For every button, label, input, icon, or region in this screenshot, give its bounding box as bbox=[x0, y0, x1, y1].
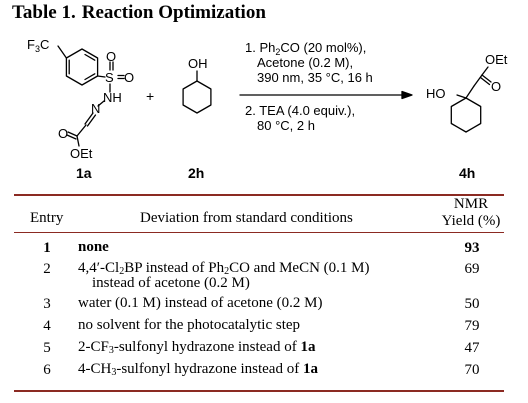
product-ho-bond bbox=[456, 94, 467, 99]
cell-deviation: water (0.1 M) instead of acetone (0.2 M) bbox=[78, 295, 323, 311]
nh-n-bond bbox=[97, 100, 105, 107]
table-row: 2 4,4′-Cl2BP instead of Ph2CO and MeCN (0… bbox=[0, 261, 528, 296]
cell-entry: 6 bbox=[43, 362, 51, 378]
product-carbonyl-bond bbox=[473, 74, 483, 87]
plus-sign: + bbox=[146, 88, 154, 104]
cell-yield: 69 bbox=[464, 261, 480, 277]
sulfonyl-o-right-label: O bbox=[124, 70, 134, 85]
header-deviation: Deviation from standard conditions bbox=[140, 210, 353, 226]
product-oet-bond bbox=[481, 66, 489, 76]
cell-yield: 47 bbox=[464, 340, 480, 356]
cell-deviation: none bbox=[78, 239, 109, 255]
cell-entry: 1 bbox=[43, 240, 51, 256]
sulfur-label: S bbox=[105, 70, 114, 85]
cell-yield: 79 bbox=[464, 318, 480, 334]
step2-line1: 2. TEA (4.0 equiv.), bbox=[245, 103, 355, 118]
reactant1-id: 1a bbox=[76, 165, 92, 181]
reactant1-benzene-ring bbox=[65, 48, 99, 86]
cell-entry: 5 bbox=[43, 340, 51, 356]
table-title: Table 1.Reaction Optimization bbox=[12, 2, 266, 24]
table-header: Entry Deviation from standard conditions… bbox=[0, 196, 528, 232]
product-ch2-bond bbox=[465, 85, 475, 99]
step1-line1: 1. Ph2CO (20 mol%), bbox=[245, 40, 366, 57]
ester-carbon-bond bbox=[76, 124, 87, 137]
step2-line2: 80 °C, 2 h bbox=[257, 118, 315, 133]
cell-deviation: 4-CH3-sulfonyl hydrazone instead of 1a bbox=[78, 361, 318, 378]
table-row: 1 none 93 bbox=[0, 240, 528, 261]
table-row: 3 water (0.1 M) instead of acetone (0.2 M… bbox=[0, 296, 528, 318]
product-o-label: O bbox=[491, 79, 501, 94]
step1-line2: Acetone (0.2 M), bbox=[257, 55, 353, 70]
ester-co-bond-1 bbox=[67, 131, 78, 137]
product-cyclohexane-ring bbox=[450, 97, 482, 133]
header-yield-line2: Yield (%) bbox=[441, 213, 501, 229]
cell-entry: 4 bbox=[43, 318, 51, 334]
table-row: 6 4-CH3-sulfonyl hydrazone instead of 1a 7… bbox=[0, 362, 528, 384]
cf3-label: F3C bbox=[27, 37, 49, 54]
cell-entry: 3 bbox=[43, 296, 51, 312]
table-top-rule bbox=[14, 194, 504, 196]
ester-co-bond-2 bbox=[66, 134, 77, 140]
step1-line3: 390 nm, 35 °C, 16 h bbox=[257, 70, 373, 85]
cell-entry: 2 bbox=[43, 261, 51, 277]
reaction-arrow-head bbox=[401, 90, 413, 100]
table-bottom-rule bbox=[14, 390, 504, 392]
table-header-rule bbox=[14, 232, 504, 233]
cell-yield: 93 bbox=[464, 240, 480, 256]
header-yield-line1: NMR bbox=[453, 196, 489, 212]
reaction-scheme: F3C O S O NH N O OEt 1a + OH 2h 1. Ph2CO… bbox=[27, 37, 508, 181]
table-row: 5 2-CF3-sulfonyl hydrazone instead of 1a 4… bbox=[0, 340, 528, 362]
cell-yield: 70 bbox=[464, 362, 480, 378]
nh-label: NH bbox=[103, 90, 122, 105]
n-c-double-bond-1 bbox=[84, 112, 94, 125]
product-ho-label: HO bbox=[426, 86, 446, 101]
n-c-double-bond-2 bbox=[86, 114, 97, 127]
cell-deviation: no solvent for the photocatalytic step bbox=[78, 317, 301, 333]
reactant2-id: 2h bbox=[188, 165, 204, 181]
product-co-bond-1 bbox=[481, 74, 492, 83]
reactant1-oet-label: OEt bbox=[70, 146, 93, 161]
table-title-text: Reaction Optimization bbox=[81, 2, 266, 23]
cf3-bond bbox=[57, 45, 68, 59]
product-oet-label: OEt bbox=[485, 52, 508, 67]
table-row: 4 no solvent for the photocatalytic step 7… bbox=[0, 318, 528, 340]
ester-oet-bond bbox=[76, 135, 80, 147]
cyclohexanol-oh-label: OH bbox=[188, 56, 208, 71]
table-label: Table 1. bbox=[12, 2, 76, 23]
ring-sulfur-bond bbox=[96, 75, 106, 78]
cell-deviation: 2-CF3-sulfonyl hydrazone instead of 1a bbox=[78, 339, 316, 356]
header-entry: Entry bbox=[30, 210, 64, 226]
sulfonyl-o-top-label: O bbox=[106, 49, 116, 64]
reactant2-cyclohexane-ring bbox=[182, 80, 212, 114]
cell-deviation: 4,4′-Cl2BP instead of Ph2CO and MeCN (0.… bbox=[78, 260, 370, 291]
product-id: 4h bbox=[459, 165, 475, 181]
cell-yield: 50 bbox=[464, 296, 480, 312]
ester-o-label: O bbox=[58, 126, 68, 141]
imine-n-label: N bbox=[91, 101, 100, 116]
product-co-bond-2 bbox=[479, 76, 491, 86]
